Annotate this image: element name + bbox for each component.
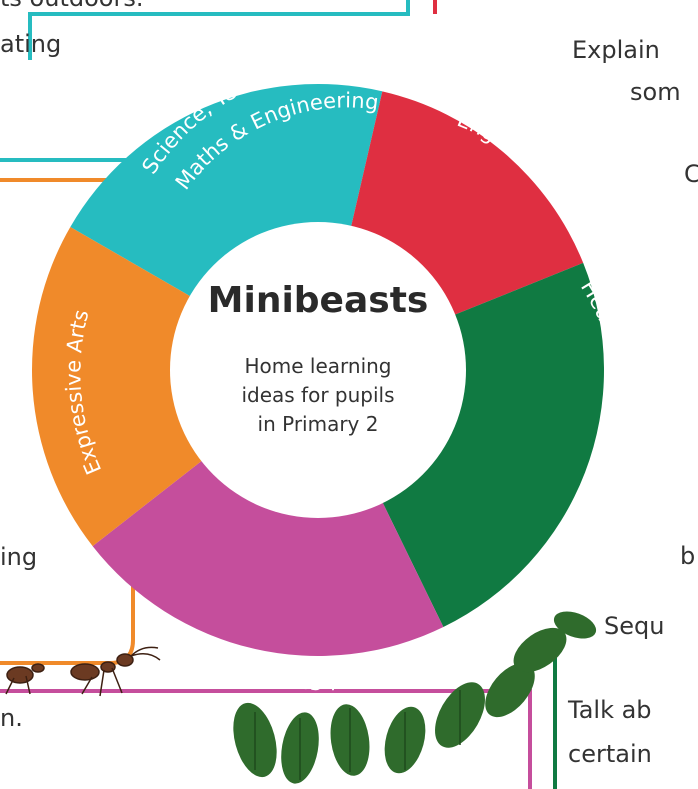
activity-text-fragment: som	[630, 78, 681, 106]
stem-box-frame	[28, 0, 410, 60]
segment-health[interactable]	[382, 262, 604, 628]
wheel-center-disc	[170, 222, 466, 518]
segment-stem[interactable]	[70, 84, 383, 297]
activity-text-fragment: ing	[0, 543, 38, 571]
activity-text-fragment: ating	[0, 30, 62, 58]
wheel-subtitle-line: ideas for pupils	[241, 383, 395, 407]
segment-label-social: Social Studies	[240, 658, 396, 693]
activity-text-fragment: certain	[568, 740, 652, 768]
wheel-subtitle-line: in Primary 2	[257, 412, 379, 436]
activity-text-fragment: b	[680, 542, 696, 570]
activity-text-fragment: Sequ	[604, 612, 665, 640]
segment-social[interactable]	[92, 459, 444, 657]
ant-icon	[70, 646, 161, 697]
activity-text-fragment: n.	[0, 704, 23, 732]
activity-text-fragment: ts outdoors.	[0, 0, 143, 12]
segment-literacy[interactable]	[350, 91, 584, 316]
activity-text-fragment: Explain	[572, 36, 660, 64]
segment-arts[interactable]	[32, 227, 203, 547]
wheel-subtitle-line: Home learning	[244, 354, 392, 378]
wheel-subtitle: Home learning ideas for pupils in Primar…	[226, 352, 410, 439]
wheel-title: Minibeasts	[207, 280, 429, 321]
ant-icon	[5, 663, 45, 695]
activity-text-fragment: C	[684, 160, 698, 188]
activity-text-fragment: Talk ab	[568, 696, 652, 724]
